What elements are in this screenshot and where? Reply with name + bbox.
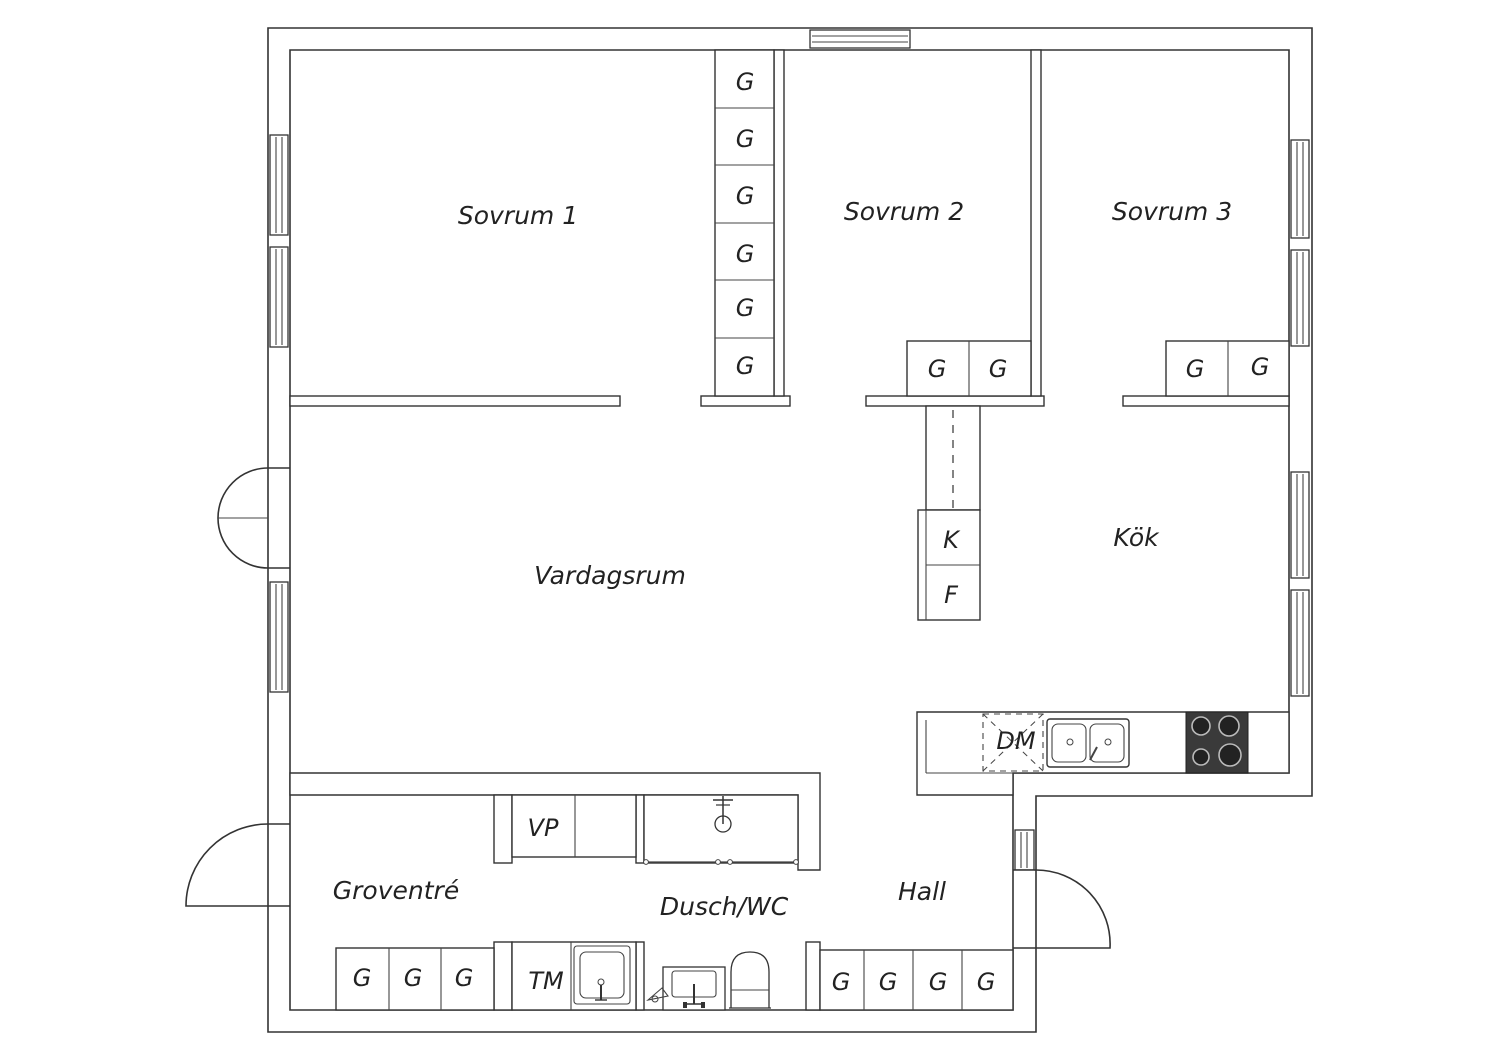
room-label-sovrum-1: Sovrum 1 bbox=[458, 201, 578, 230]
room-label-kok: Kök bbox=[1113, 523, 1160, 552]
room-labels: Sovrum 1 Sovrum 2 Sovrum 3 Vardagsrum Kö… bbox=[333, 197, 1232, 921]
wardrobe-label: G bbox=[404, 964, 423, 992]
dishwasher-label: DM bbox=[996, 727, 1035, 755]
wardrobe-label: G bbox=[736, 182, 755, 210]
fridge-label: K bbox=[943, 526, 961, 554]
fixture-labels: G G G G G G G G G G K F DM VP TM G G G G… bbox=[353, 68, 1270, 996]
wardrobe-label: G bbox=[977, 968, 996, 996]
wardrobe-label: G bbox=[736, 68, 755, 96]
room-label-vardagsrum: Vardagsrum bbox=[534, 561, 686, 590]
wardrobe-label: G bbox=[1186, 355, 1205, 383]
room-label-sovrum-3: Sovrum 3 bbox=[1112, 197, 1232, 226]
wardrobe-label: G bbox=[989, 355, 1008, 383]
freezer-label: F bbox=[944, 581, 959, 609]
wardrobe-label: G bbox=[929, 968, 948, 996]
wardrobe-label: G bbox=[353, 964, 372, 992]
dryer-label: TM bbox=[528, 967, 564, 995]
room-label-hall: Hall bbox=[898, 877, 946, 906]
water-heater-label: VP bbox=[528, 814, 559, 842]
wardrobe-label: G bbox=[455, 964, 474, 992]
room-label-dusch-wc: Dusch/WC bbox=[660, 892, 789, 921]
room-label-groventre: Groventré bbox=[333, 876, 459, 905]
wardrobe-label: G bbox=[879, 968, 898, 996]
bath-fixtures bbox=[511, 794, 799, 1011]
doors bbox=[185, 467, 1111, 949]
windows bbox=[269, 29, 1310, 871]
wardrobes bbox=[335, 49, 1290, 1011]
wardrobe-label: G bbox=[832, 968, 851, 996]
wardrobe-label: G bbox=[736, 352, 755, 380]
room-label-sovrum-2: Sovrum 2 bbox=[844, 197, 964, 226]
wardrobe-label: G bbox=[736, 125, 755, 153]
kitchen-fixtures bbox=[917, 509, 1289, 774]
wardrobe-label: G bbox=[736, 240, 755, 268]
wardrobe-label: G bbox=[928, 355, 947, 383]
wardrobe-label: G bbox=[1251, 353, 1270, 381]
wardrobe-label: G bbox=[736, 294, 755, 322]
